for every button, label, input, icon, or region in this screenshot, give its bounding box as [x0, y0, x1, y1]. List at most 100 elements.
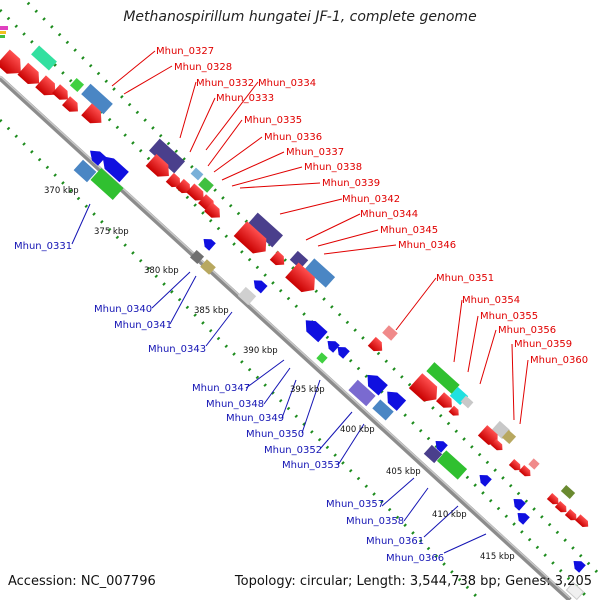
- gene-block: [189, 249, 205, 265]
- forward-genes: [0, 45, 589, 600]
- gene-block: [200, 259, 216, 275]
- kbp-label: 395 kbp: [290, 385, 325, 395]
- gene-label: Mhun_0344: [360, 209, 418, 220]
- gene-label: Mhun_0350: [246, 429, 304, 440]
- kbp-label: 385 kbp: [194, 306, 229, 316]
- accession-text: Accession: NC_007796: [8, 574, 156, 589]
- forward-gene-labels: Mhun_0327 Mhun_0328 Mhun_0332 Mhun_0334 …: [156, 46, 588, 366]
- gene-arrow: [175, 178, 191, 194]
- forward-label-leaders: [111, 50, 529, 425]
- kbp-label: 405 kbp: [386, 467, 421, 477]
- gene-block: [528, 458, 540, 470]
- gene-arrow: [517, 512, 530, 525]
- gene-arrow: [477, 425, 498, 445]
- gene-arrow: [253, 280, 268, 294]
- kbp-label: 415 kbp: [480, 552, 515, 562]
- gene-arrow: [387, 391, 407, 411]
- genome-backbone: [0, 76, 572, 600]
- gene-label: Mhun_0351: [436, 273, 494, 284]
- gene-block: [90, 168, 124, 200]
- gene-label: Mhun_0349: [226, 413, 284, 424]
- gene-block: [436, 450, 468, 480]
- legend-swatch: [0, 31, 6, 34]
- gene-label: Mhun_0355: [480, 311, 538, 322]
- gene-arrow: [518, 465, 531, 477]
- gene-block: [423, 444, 443, 464]
- gene-label: Mhun_0357: [326, 499, 384, 510]
- kbp-label: 410 kbp: [432, 510, 467, 520]
- gene-label: Mhun_0339: [322, 178, 380, 189]
- gene-label: Mhun_0345: [380, 225, 438, 236]
- gene-arrow: [285, 262, 315, 293]
- gene-arrow: [435, 440, 448, 453]
- gene-arrow: [546, 493, 559, 505]
- gene-block: [501, 429, 517, 445]
- gene-arrow: [102, 156, 129, 183]
- gene-block: [426, 362, 460, 394]
- gene-arrow: [564, 509, 577, 521]
- reverse-gene-labels: Mhun_0331 Mhun_0340 Mhun_0341 Mhun_0343 …: [14, 241, 444, 564]
- gene-arrow: [337, 346, 350, 359]
- kbp-scale: 370 kbp 375 kbp 380 kbp 385 kbp 390 kbp …: [44, 186, 515, 562]
- gene-block: [81, 83, 113, 115]
- legend-swatch: [0, 35, 5, 38]
- reverse-label-leaders: [71, 203, 487, 554]
- gene-arrow: [448, 405, 459, 416]
- gene-arrow: [81, 103, 102, 124]
- gene-arrow: [186, 183, 204, 201]
- gene-block: [565, 581, 585, 600]
- gene-arrow: [203, 238, 216, 251]
- genome-backbone-highlight: [0, 75, 571, 599]
- gene-arrow: [145, 154, 169, 177]
- kbp-label: 390 kbp: [243, 346, 278, 356]
- topology-text: Topology: circular; Length: 3,544,738 bp…: [234, 574, 592, 589]
- gene-block: [460, 395, 474, 409]
- gene-label: Mhun_0353: [282, 460, 340, 471]
- gene-label: Mhun_0358: [346, 516, 404, 527]
- gene-arrow: [408, 373, 438, 402]
- gene-label: Mhun_0341: [114, 320, 172, 331]
- gene-label: Mhun_0342: [342, 194, 400, 205]
- reverse-genes: [73, 150, 586, 573]
- gene-label: Mhun_0352: [264, 445, 322, 456]
- gene-label: Mhun_0366: [386, 553, 444, 564]
- gene-arrow: [573, 560, 586, 573]
- gene-arrow: [508, 459, 521, 471]
- gene-block: [237, 286, 257, 306]
- gene-block: [289, 250, 309, 270]
- gene-arrow: [490, 439, 503, 451]
- gene-label: Mhun_0360: [530, 355, 588, 366]
- gene-arrow: [0, 49, 21, 74]
- gene-label: Mhun_0343: [148, 344, 206, 355]
- gene-label: Mhun_0336: [264, 132, 322, 143]
- gene-block: [31, 45, 57, 71]
- map-title: Methanospirillum hungatei JF-1, complete…: [123, 9, 477, 25]
- gene-label: Mhun_0359: [514, 339, 572, 350]
- gene-block: [247, 212, 283, 248]
- gene-label: Mhun_0337: [286, 147, 344, 158]
- gene-label: Mhun_0332: [196, 78, 254, 89]
- gene-block: [382, 325, 398, 341]
- gene-arrow: [367, 374, 388, 396]
- gene-arrow: [436, 392, 452, 408]
- gene-label: Mhun_0338: [304, 162, 362, 173]
- gene-arrow: [204, 202, 220, 218]
- gene-label: Mhun_0356: [498, 325, 556, 336]
- gene-label: Mhun_0346: [398, 240, 456, 251]
- kbp-label: 400 kbp: [340, 425, 375, 435]
- gene-arrow: [479, 474, 492, 487]
- gene-block: [198, 177, 214, 193]
- gene-block: [69, 77, 85, 93]
- gene-block: [73, 159, 97, 183]
- gene-arrow: [513, 498, 526, 511]
- gene-label: Mhun_0331: [14, 241, 72, 252]
- gene-label: Mhun_0335: [244, 115, 302, 126]
- legend-swatch: [0, 26, 8, 30]
- gene-block: [348, 379, 376, 407]
- kbp-label: 370 kbp: [44, 186, 79, 196]
- gene-arrow: [165, 172, 181, 188]
- gene-arrow: [327, 340, 340, 353]
- gene-arrow: [269, 250, 285, 266]
- gene-arrow: [17, 62, 40, 84]
